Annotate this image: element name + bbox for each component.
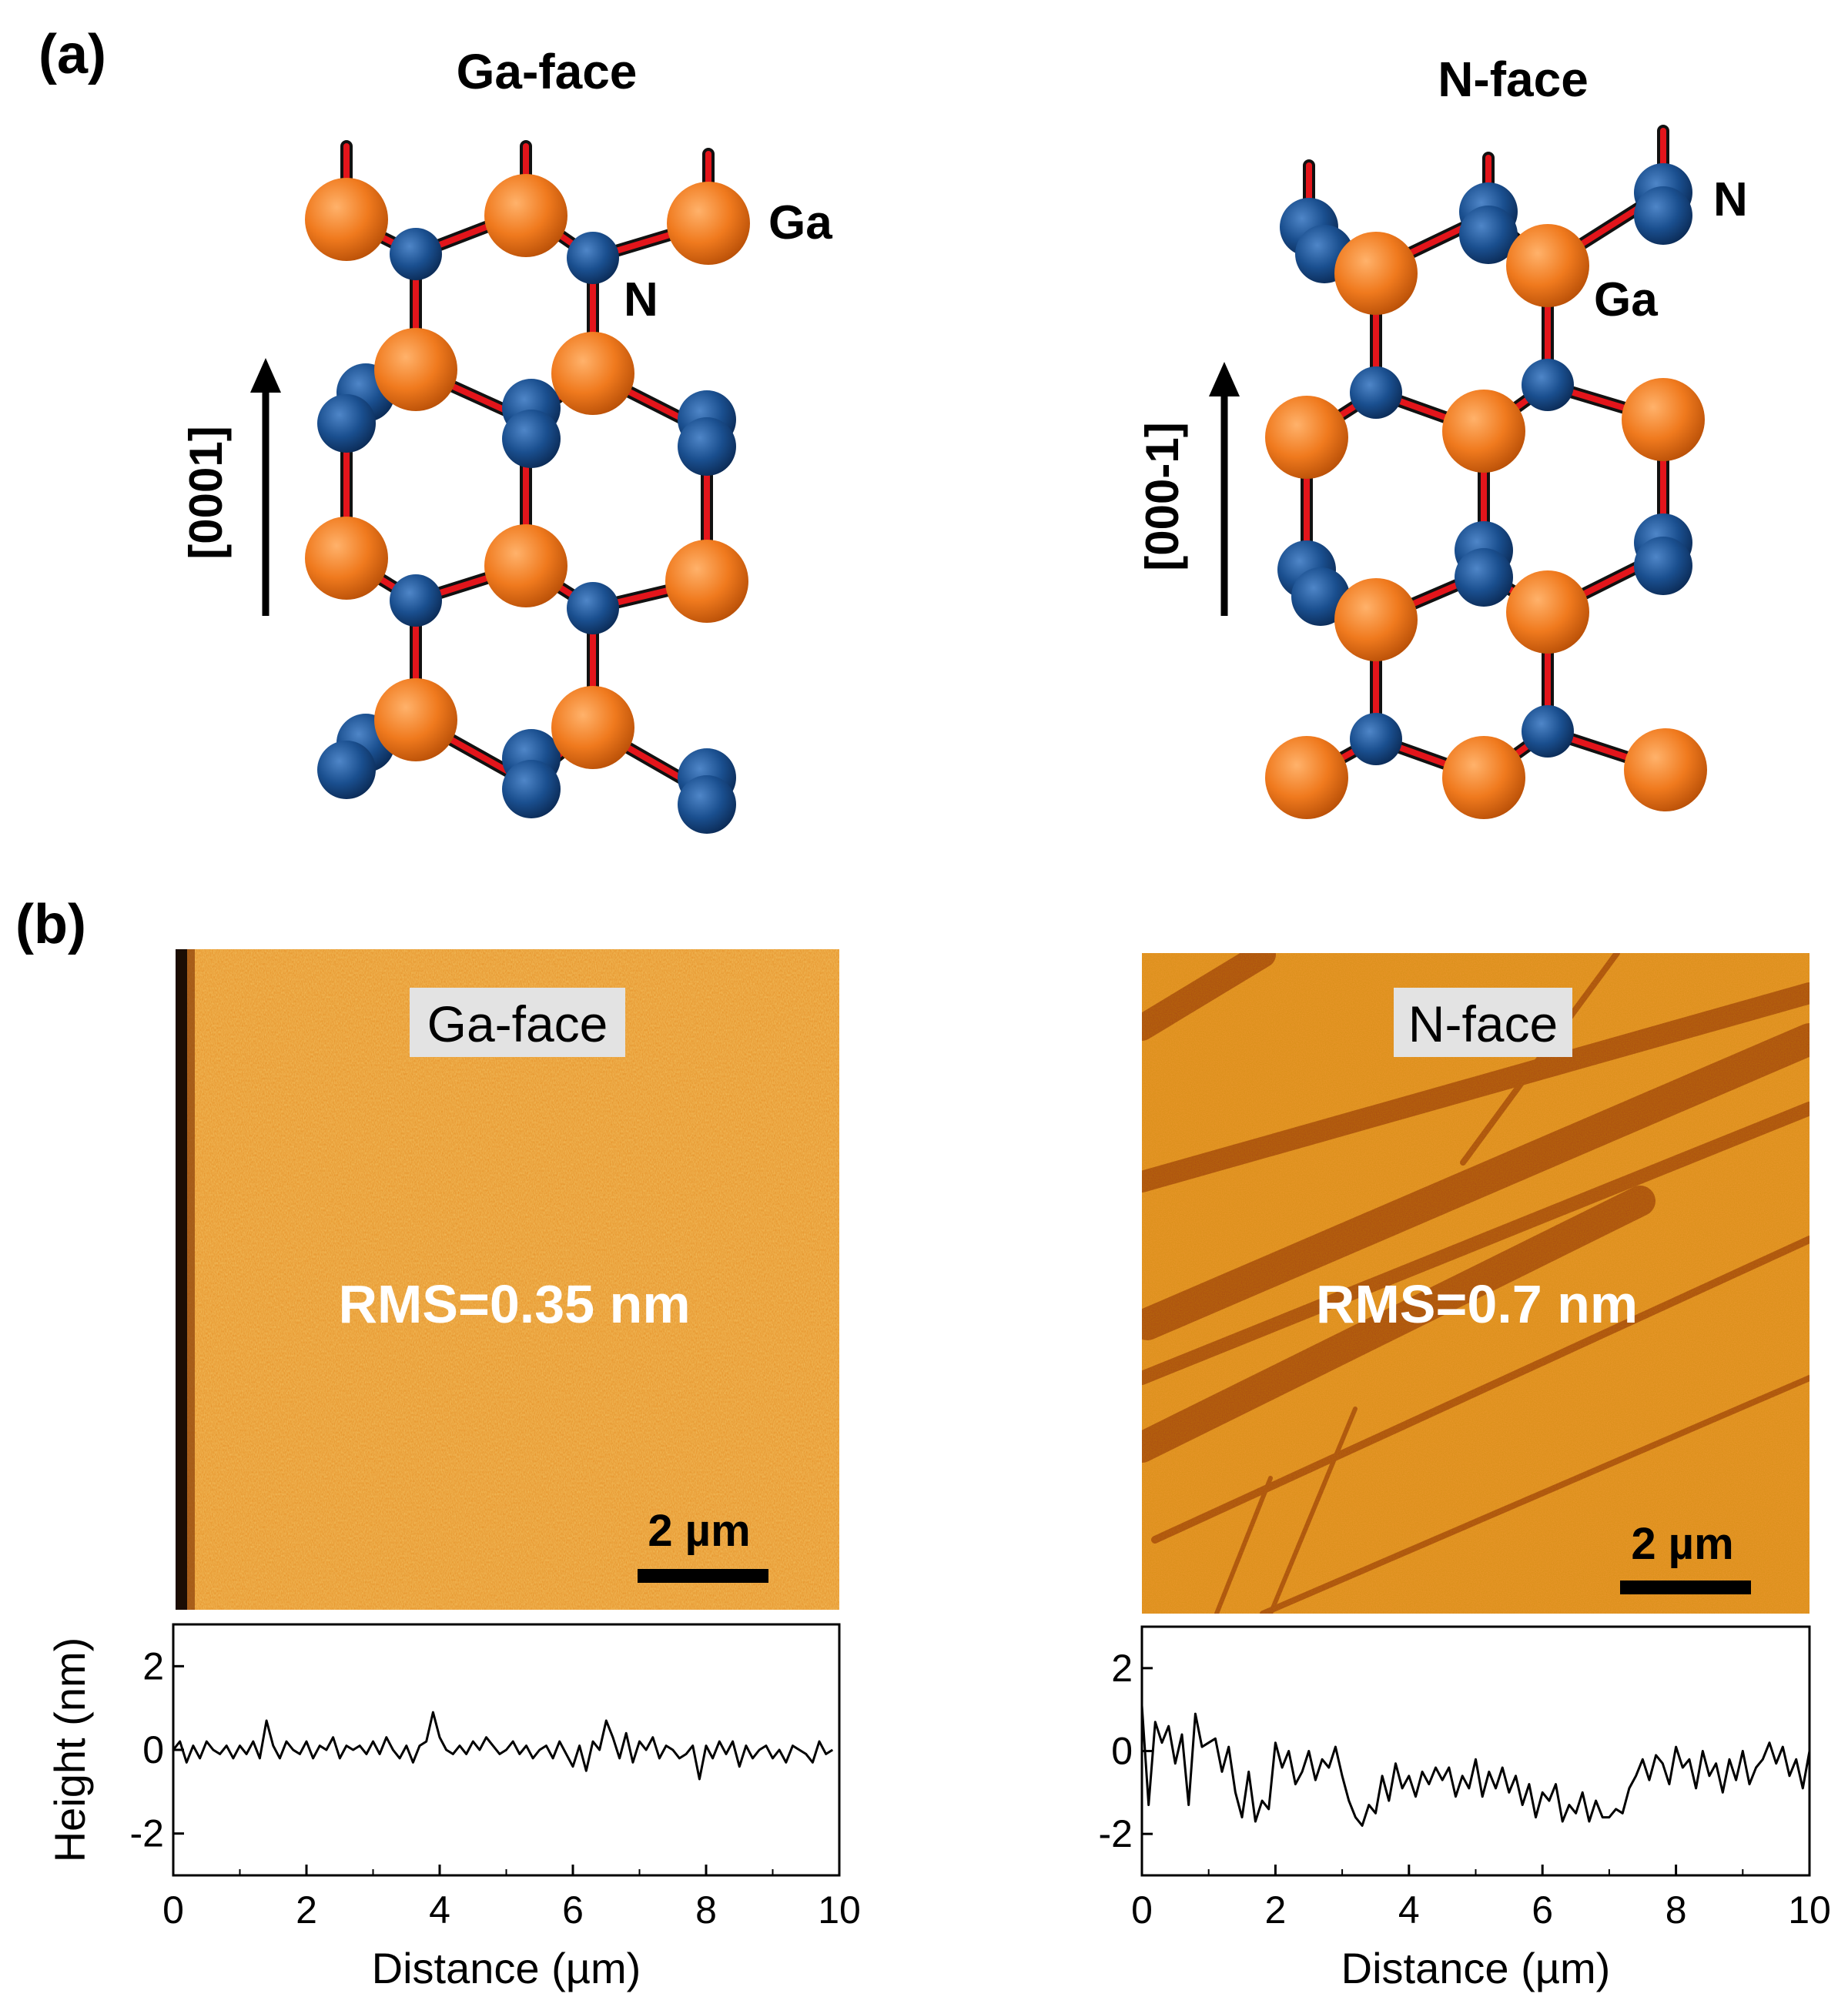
x-tick-label: 8 [695,1888,717,1932]
series-line [172,1711,834,1781]
x-tick-label: 10 [1788,1888,1831,1932]
scalebar-left [638,1569,768,1583]
x-tick-label: 4 [429,1888,450,1932]
n-atoms-right [1277,163,1692,765]
atom-label-ga-right: Ga [1594,273,1658,326]
panel-a-label: (a) [38,24,106,85]
arrow-up-icon [250,358,281,616]
rms-label-right: RMS=0.7 nm [1316,1274,1638,1334]
scalebar-label-left: 2 µm [648,1506,750,1556]
y-tick-label: 2 [1111,1647,1133,1690]
series-line [1140,1705,1811,1827]
direction-label-right: [000-1] [1137,422,1188,570]
x-tick-label: 6 [1532,1888,1553,1932]
crystal-ga-face: Ga-face [180,44,832,834]
afm-tag-left: Ga-face [427,995,608,1052]
x-tick-label: 8 [1666,1888,1687,1932]
x-tick-label: 2 [1264,1888,1286,1932]
crystal-n-face: N-face [1137,52,1748,819]
x-tick-label: 4 [1398,1888,1420,1932]
rms-label-left: RMS=0.35 nm [338,1274,690,1334]
atom-label-n-left: N [624,273,658,326]
panel-b-label: (b) [15,894,86,955]
direction-label-left: [0001] [180,426,232,559]
ga-atoms-left [305,174,750,769]
afm-tag-right: N-face [1408,995,1558,1052]
atom-label-ga-left: Ga [768,196,832,249]
plot-frame [1140,1625,1811,1877]
y-tick-label: 0 [1111,1730,1133,1773]
afm-image-n-face: N-face RMS=0.7 nm 2 µm [1142,953,1810,1614]
x-axis-label: Distance (µm) [372,1944,641,1992]
crystal-left-title: Ga-face [457,44,638,99]
ga-atoms-right [1265,224,1707,819]
x-tick-label: 10 [818,1888,861,1932]
atom-label-n-right: N [1713,173,1748,226]
x-axis-label: Distance (µm) [1341,1944,1611,1992]
afm-image-ga-face: Ga-face RMS=0.35 nm 2 µm [176,949,839,1610]
x-tick-label: 2 [296,1888,317,1932]
y-axis-label: Height (nm) [45,1637,94,1863]
y-tick-label: 0 [142,1728,164,1771]
y-tick-label: -2 [130,1812,164,1855]
y-tick-label: -2 [1099,1812,1133,1855]
afm-tag-bg-left [410,988,625,1057]
scalebar-label-right: 2 µm [1631,1519,1733,1569]
crystal-right-title: N-face [1438,52,1589,107]
scalebar-right [1620,1581,1751,1594]
x-tick-label: 6 [562,1888,584,1932]
x-tick-label: 0 [1131,1888,1153,1932]
arrow-up-icon [1209,362,1240,616]
y-tick-label: 2 [142,1644,164,1688]
afm-tag-bg-right [1394,988,1572,1057]
x-tick-label: 0 [162,1888,184,1932]
